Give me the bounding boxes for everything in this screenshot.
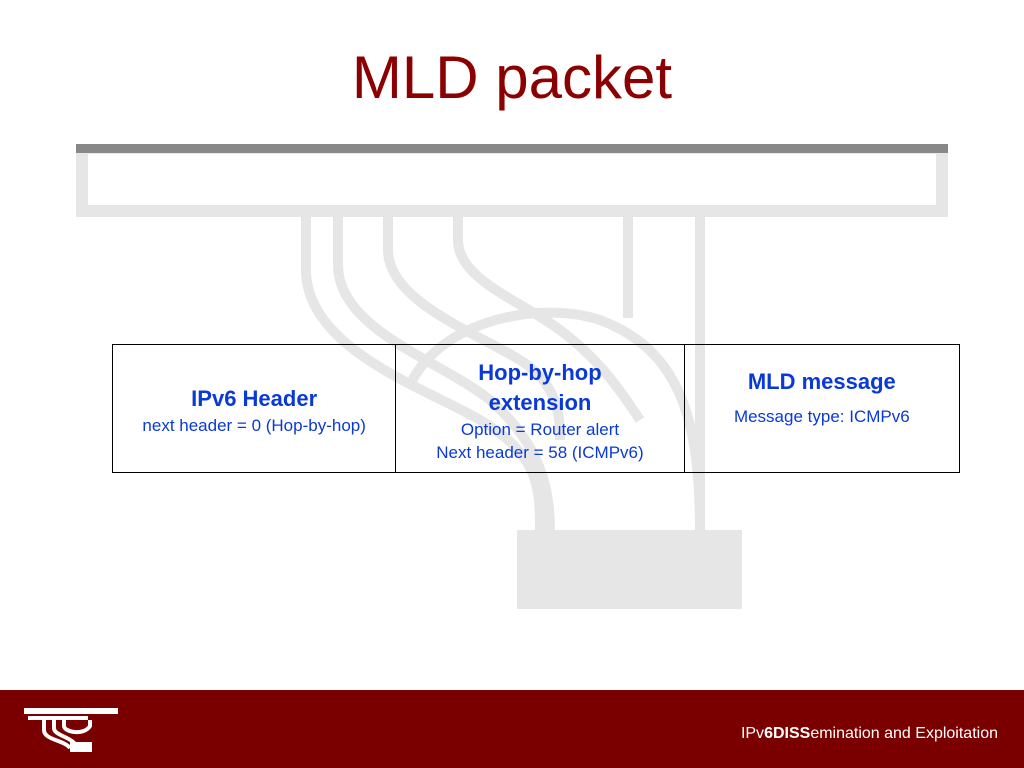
hop-by-hop-title-line2: extension <box>488 390 592 415</box>
brand-bold: 6DISS <box>764 725 811 742</box>
footer-brand-text: IPv6DISSemination and Exploitation <box>741 724 998 744</box>
top-tray-bar <box>76 144 948 153</box>
ipv6diss-logo-icon <box>24 708 118 752</box>
footer-bar: IPv6DISSemination and Exploitation <box>0 690 1024 768</box>
hop-by-hop-title-line1: Hop-by-hop <box>478 360 602 385</box>
hop-by-hop-detail-line2: Next header = 58 (ICMPv6) <box>436 443 644 462</box>
packet-structure-table: IPv6 Header next header = 0 (Hop-by-hop)… <box>112 344 960 473</box>
pipe-3 <box>383 217 565 441</box>
ipv6-header-cell: IPv6 Header next header = 0 (Hop-by-hop) <box>113 345 395 472</box>
hop-by-hop-cell: Hop-by-hop extension Option = Router ale… <box>395 345 683 472</box>
ipv6-header-title: IPv6 Header <box>191 386 318 411</box>
mld-message-title: MLD message <box>747 369 896 394</box>
pipe-4 <box>453 217 645 423</box>
background-pipes-graphic <box>76 144 948 609</box>
brand-prefix: IPv <box>740 725 765 742</box>
top-tray <box>76 144 948 217</box>
ipv6-header-detail: next header = 0 (Hop-by-hop) <box>142 416 366 435</box>
hop-by-hop-detail-line1: Option = Router alert <box>460 420 620 439</box>
pipe-2 <box>333 217 555 531</box>
mld-message-cell: MLD message Message type: ICMPv6 <box>683 345 959 472</box>
slide-title: MLD packet <box>351 44 673 111</box>
pipe-1 <box>301 217 545 531</box>
bottom-box <box>517 530 742 609</box>
mld-message-detail: Message type: ICMPv6 <box>733 407 910 426</box>
pipe-5 <box>405 307 705 531</box>
brand-suffix: emination and Exploitation <box>810 725 998 742</box>
